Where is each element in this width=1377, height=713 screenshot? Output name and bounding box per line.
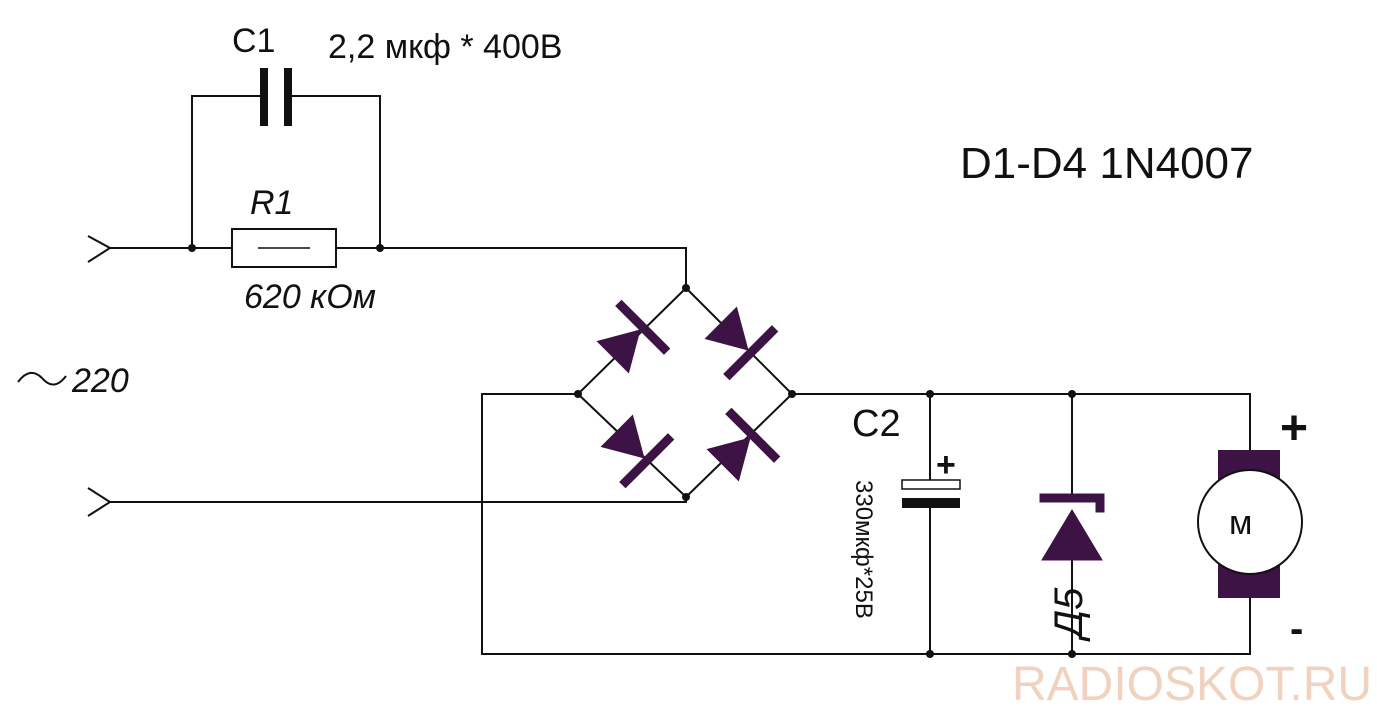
wire-bottom-input [110,497,687,503]
diode-d2 [704,306,779,381]
input-arrow-bottom [87,487,112,517]
diode-bridge [596,299,781,489]
wire-c1-left [191,95,262,248]
junction-dot [926,650,934,658]
diodes-note: D1-D4 1N4007 [960,139,1254,188]
junctions [188,244,1076,658]
motor-plus: + [1280,402,1308,455]
junction-dot [1068,650,1076,658]
motor-label: м [1229,504,1252,542]
ac-wave-icon [17,371,67,386]
input-arrow-top [87,235,112,263]
capacitor-c2 [901,479,961,508]
wire-r1-to-bridge [336,247,687,288]
motor [1197,450,1303,598]
junction-dot [682,284,690,292]
junction-dot [376,244,384,252]
wire-bridge-diamond [576,287,794,499]
wire-positive-rail [792,393,1251,450]
diode-d3 [600,414,675,489]
c1-value: 2,2 мкф * 400В [328,28,562,66]
wire-negative-rail [481,393,1251,655]
c2-value: 330мкф*25В [850,480,877,619]
mains-voltage: 220 [71,362,129,400]
r1-label: R1 [250,184,293,222]
motor-minus: - [1290,607,1303,651]
diode-d1 [596,299,671,374]
d5-label: Д5 [1047,587,1091,642]
capacitor-c1 [260,68,292,126]
c2-plus: + [936,446,956,484]
watermark: RADIOSKOT.RU [1012,658,1372,711]
diode-d4 [706,407,781,482]
r1-value: 620 кОм [244,278,376,316]
c2-label: C2 [852,403,901,445]
junction-dot [788,390,796,398]
c1-label: C1 [232,22,275,60]
junction-dot [1068,390,1076,398]
junction-dot [926,390,934,398]
resistor-r1 [231,228,337,268]
wire-c1-right [290,95,381,248]
junction-dot [682,493,690,501]
junction-dot [574,390,582,398]
junction-dot [188,244,196,252]
diode-d5 [1039,493,1105,561]
